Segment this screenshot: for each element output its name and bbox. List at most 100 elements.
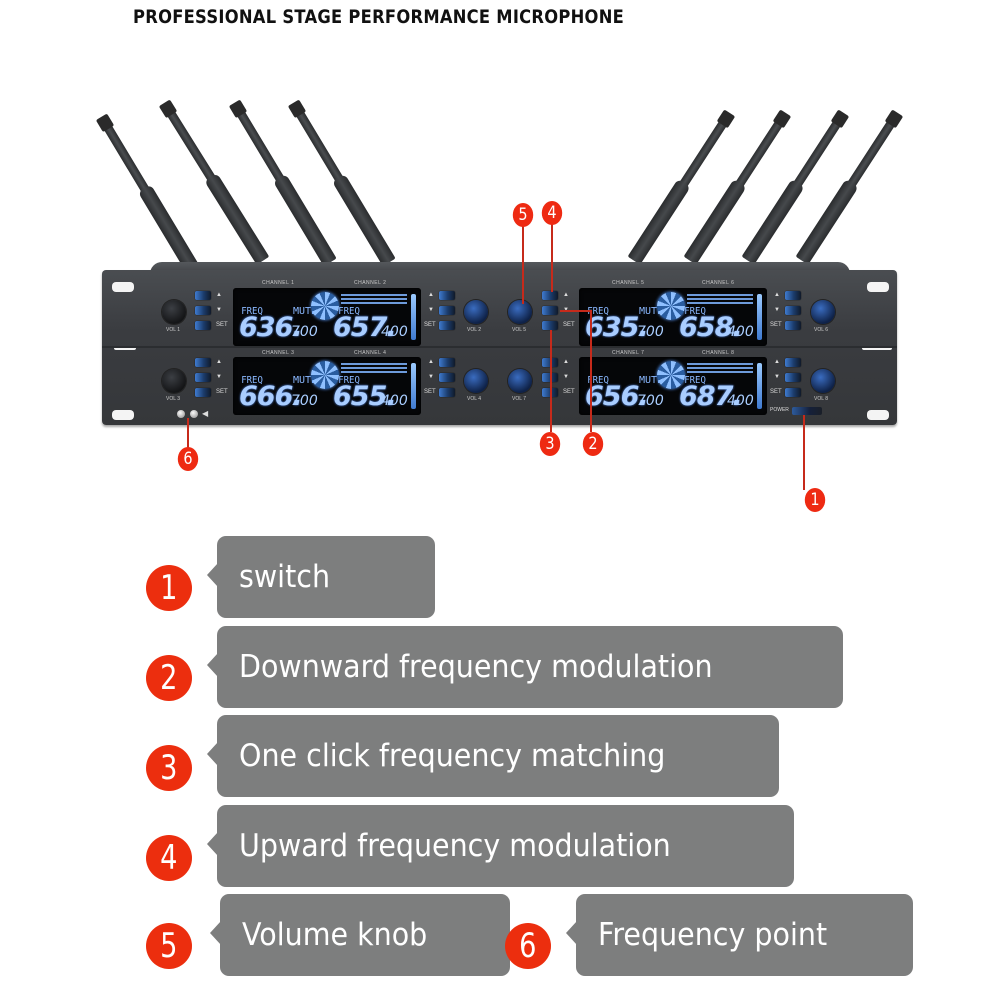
down-mark: ▼ <box>774 307 780 313</box>
legend-badge-2: 2 <box>146 655 192 701</box>
power-label: POWER <box>770 407 789 413</box>
lcd-display: FREQ MUTE FREQ 635. 700 658. 400 <box>579 288 767 346</box>
antenna <box>630 115 731 264</box>
antenna <box>100 119 196 271</box>
legend-badge-1: 1 <box>146 565 192 611</box>
set-button[interactable] <box>439 388 455 397</box>
speaker-icon: ◀ <box>202 409 209 418</box>
legend-badge-5: 5 <box>146 923 192 969</box>
up-button[interactable] <box>195 358 211 367</box>
lcd-display: FREQ MUTE FREQ 636. 700 657. 400 <box>233 288 421 346</box>
legend-label: Volume knob <box>242 917 428 953</box>
legend-number: 2 <box>160 658 178 698</box>
freq-label: FREQ <box>587 306 609 317</box>
volume-knob-6[interactable] <box>811 300 835 324</box>
frequency-a-main: 635. <box>585 312 649 343</box>
channel-label: CHANNEL 5 <box>612 280 645 286</box>
frequency-point-led[interactable] <box>190 410 198 418</box>
rack-mount-slot <box>867 410 889 420</box>
frequency-b-decimal: 400 <box>381 324 408 340</box>
channel-label: CHANNEL 4 <box>354 350 387 356</box>
up-mark: ▲ <box>563 359 569 365</box>
rack-mount-slot <box>862 346 892 350</box>
marker-4: 4 <box>541 201 563 225</box>
legend-badge-4: 4 <box>146 835 192 881</box>
frequency-b-decimal: 400 <box>727 393 754 409</box>
up-button[interactable] <box>542 291 558 300</box>
freq-label: FREQ <box>338 306 360 317</box>
up-button[interactable] <box>439 358 455 367</box>
set-button[interactable] <box>785 321 801 330</box>
legend-label: One click frequency matching <box>239 738 666 774</box>
up-button[interactable] <box>195 291 211 300</box>
freq-label: FREQ <box>684 375 706 386</box>
down-button[interactable] <box>195 373 211 382</box>
level-bars <box>341 363 407 373</box>
marker-6: 6 <box>177 447 199 471</box>
volume-knob-4[interactable] <box>464 369 488 393</box>
vol-label: VOL 6 <box>814 327 828 333</box>
set-button[interactable] <box>785 388 801 397</box>
antenna <box>744 115 845 264</box>
frequency-a-main: 656. <box>585 381 649 412</box>
rack-mount-slot <box>112 410 134 420</box>
up-button[interactable] <box>439 291 455 300</box>
marker-2: 2 <box>582 432 604 456</box>
channel-label: CHANNEL 2 <box>354 280 387 286</box>
volume-knob-1[interactable] <box>162 300 186 324</box>
legend-label: Downward frequency modulation <box>239 649 713 685</box>
down-button[interactable] <box>195 306 211 315</box>
volume-knob-5[interactable] <box>508 300 532 324</box>
legend-label: switch <box>239 559 331 595</box>
frequency-point-led[interactable] <box>177 410 185 418</box>
volume-knob-2[interactable] <box>464 300 488 324</box>
legend-callout-volume-knob: Volume knob <box>210 894 510 976</box>
freq-label: FREQ <box>241 306 263 317</box>
frequency-b-main: 655. <box>333 381 397 412</box>
freq-label: FREQ <box>684 306 706 317</box>
down-button[interactable] <box>439 373 455 382</box>
up-mark: ▲ <box>216 359 222 365</box>
vol-label: VOL 1 <box>166 327 180 333</box>
frequency-a-decimal: 700 <box>291 393 318 409</box>
channel-label: CHANNEL 7 <box>612 350 645 356</box>
frequency-a-main: 636. <box>239 312 303 343</box>
antenna <box>686 115 787 264</box>
up-button[interactable] <box>785 358 801 367</box>
set-mark: SET <box>770 322 782 328</box>
up-button[interactable] <box>785 291 801 300</box>
channel-label: CHANNEL 8 <box>702 350 735 356</box>
level-bars <box>341 294 407 304</box>
up-mark: ▲ <box>216 292 222 298</box>
leader-line-2 <box>590 310 592 432</box>
down-mark: ▼ <box>216 374 222 380</box>
volume-knob-7[interactable] <box>508 369 532 393</box>
vol-label: VOL 4 <box>467 396 481 402</box>
set-button[interactable] <box>542 321 558 330</box>
volume-knob-3[interactable] <box>162 369 186 393</box>
set-button[interactable] <box>439 321 455 330</box>
set-button[interactable] <box>195 321 211 330</box>
leader-line-4 <box>551 222 553 292</box>
set-mark: SET <box>216 389 228 395</box>
down-button[interactable] <box>785 306 801 315</box>
down-button[interactable] <box>542 306 558 315</box>
volume-knob-8[interactable] <box>811 369 835 393</box>
power-switch[interactable] <box>792 407 822 415</box>
rack-mount-slot <box>114 346 136 350</box>
marker-5: 5 <box>512 203 534 227</box>
legend-callout-upward-frequency: Upward frequency modulation <box>207 805 794 887</box>
down-button[interactable] <box>785 373 801 382</box>
up-mark: ▲ <box>563 292 569 298</box>
down-mark: ▼ <box>428 374 434 380</box>
set-mark: SET <box>770 389 782 395</box>
set-mark: SET <box>424 389 436 395</box>
frequency-b-decimal: 400 <box>727 324 754 340</box>
down-button[interactable] <box>439 306 455 315</box>
legend-label: Frequency point <box>598 917 828 953</box>
lcd-display: FREQ MUTE FREQ 656. 700 687. 400 <box>579 357 767 415</box>
page-title: PROFESSIONAL STAGE PERFORMANCE MICROPHON… <box>133 6 625 28</box>
set-button[interactable] <box>195 388 211 397</box>
rf-indicator-icon <box>311 361 339 389</box>
marker-3: 3 <box>539 432 561 456</box>
